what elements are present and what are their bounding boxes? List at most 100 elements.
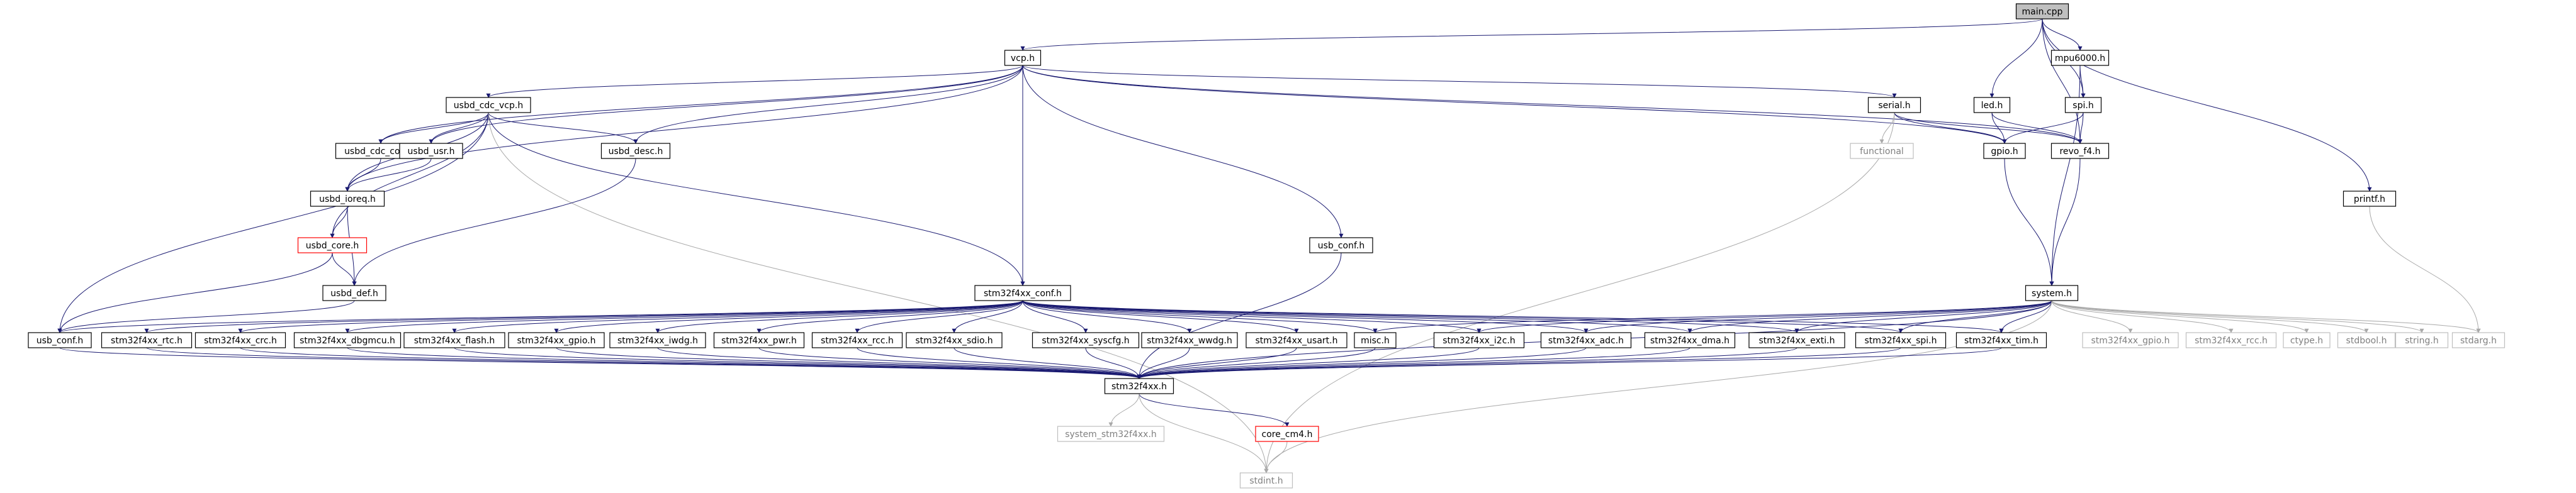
node-box	[1867, 97, 1921, 113]
node-stm32f4xx-i2c-h[interactable]: stm32f4xx_i2c.h	[1433, 332, 1525, 348]
edge-system-h-to-stdbool-h	[2051, 300, 2369, 333]
edge-stm32f4xx-usart-h-to-stm32f4xx-h	[1137, 347, 1297, 379]
edge-usb-conf-h-to-stm32f4xx-h	[59, 347, 1142, 379]
node-ctype-h: ctype.h	[2283, 332, 2331, 348]
edge-serial-h-to-stdint-h	[1264, 112, 1895, 474]
node-usbd-cdc-vcp-h[interactable]: usbd_cdc_vcp.h	[446, 97, 531, 113]
node-usbd-desc-h[interactable]: usbd_desc.h	[600, 143, 671, 159]
node-label: stm32f4xx_iwdg.h	[617, 336, 698, 346]
node-stdbool-h: stdbool.h	[2337, 332, 2396, 348]
node-stm32f4xx-crc-h[interactable]: stm32f4xx_crc.h	[194, 332, 286, 348]
node-stm32f4xx-tim-h[interactable]: stm32f4xx_tim.h	[1955, 332, 2047, 348]
node-usbd-def-h[interactable]: usbd_def.h	[322, 285, 386, 301]
node-stm32f4xx-dbgmcu-h[interactable]: stm32f4xx_dbgmcu.h	[293, 332, 402, 348]
node-stm32f4xx-iwdg-h[interactable]: stm32f4xx_iwdg.h	[609, 332, 706, 348]
node-core-cm4-h[interactable]: core_cm4.h	[1255, 426, 1319, 442]
node-printf-h[interactable]: printf.h	[2343, 191, 2397, 207]
node-stm32f4xx-syscfg-h[interactable]: stm32f4xx_syscfg.h	[1032, 332, 1140, 348]
edge-usb-conf-h-top-to-stm32f4xx-h	[1137, 252, 1342, 379]
node-stm32f4xx-dma-h[interactable]: stm32f4xx_dma.h	[1644, 332, 1736, 348]
node-misc-h[interactable]: misc.h	[1354, 332, 1397, 348]
edge-stm32f4xx-dma-h-to-stm32f4xx-h	[1137, 347, 1690, 379]
edge-stm32f4xx-conf-h-to-stm32f4xx-syscfg-h	[1022, 300, 1088, 333]
edge-vcp-h-to-usbd-cdc-vcp-h	[486, 65, 1023, 98]
edge-vcp-h-to-usbd-usr-h	[429, 65, 1023, 144]
node-main-cpp[interactable]: main.cpp	[2015, 3, 2069, 19]
node-label: stm32f4xx_flash.h	[414, 336, 495, 346]
node-stm32f4xx-adc-h[interactable]: stm32f4xx_adc.h	[1540, 332, 1632, 348]
edge-vcp-h-to-gpio-h	[1022, 65, 2007, 144]
edge-stm32f4xx-flash-h-to-stm32f4xx-h	[454, 347, 1142, 379]
edge-system-h-to-ctype-h	[2051, 300, 2309, 333]
node-led-h[interactable]: led.h	[1973, 97, 2011, 113]
edge-stm32f4xx-syscfg-h-to-stm32f4xx-h	[1085, 347, 1142, 379]
node-label: gpio.h	[1991, 147, 2018, 157]
node-box	[310, 191, 385, 207]
node-label: usbd_cdc_core.h	[344, 147, 417, 157]
node-stm32f4xx-h[interactable]: stm32f4xx.h	[1104, 378, 1174, 394]
edge-stm32f4xx-adc-h-to-stm32f4xx-h	[1137, 347, 1587, 379]
node-usb-conf-h[interactable]: usb_conf.h	[28, 332, 92, 348]
edge-misc-h-to-stm32f4xx-h	[1137, 347, 1376, 379]
node-stm32f4xx-sdio-h[interactable]: stm32f4xx_sdio.h	[906, 332, 1003, 348]
edge-printf-h-to-stdarg-h	[2369, 206, 2481, 333]
edge-vcp-h-to-usbd-cdc-core-h	[378, 65, 1023, 144]
node-vcp-h[interactable]: vcp.h	[1004, 50, 1042, 66]
node-stm32f4xx-spi-h[interactable]: stm32f4xx_spi.h	[1855, 332, 1947, 348]
node-usb-conf-h-top[interactable]: usb_conf.h	[1309, 237, 1373, 253]
node-box	[1004, 50, 1042, 66]
edge-stm32f4xx-conf-h-to-stm32f4xx-sdio-h	[952, 300, 1023, 333]
edge-revo-f4-h-to-system-h	[2049, 158, 2081, 286]
node-serial-h[interactable]: serial.h	[1867, 97, 1921, 113]
node-stdarg-h: stdarg.h	[2451, 332, 2506, 348]
node-label: printf.h	[2354, 194, 2385, 204]
node-stm32f4xx-conf-h[interactable]: stm32f4xx_conf.h	[974, 285, 1071, 301]
node-box	[906, 332, 1003, 348]
node-label: stm32f4xx_exti.h	[1759, 336, 1835, 346]
node-stm32f4xx-flash-h[interactable]: stm32f4xx_flash.h	[403, 332, 505, 348]
node-box	[297, 237, 368, 253]
edge-stm32f4xx-conf-h-to-stm32f4xx-i2c-h	[1022, 300, 1482, 333]
edge-stm32f4xx-conf-h-to-stm32f4xx-gpio-h	[554, 300, 1023, 333]
node-label: stm32f4xx_i2c.h	[1443, 336, 1515, 346]
node-box	[293, 332, 402, 348]
edge-stm32f4xx-conf-h-to-stm32f4xx-crc-h	[238, 300, 1023, 333]
node-gpio-h[interactable]: gpio.h	[1983, 143, 2026, 159]
node-box	[609, 332, 706, 348]
node-stm32f4xx-usart-h[interactable]: stm32f4xx_usart.h	[1246, 332, 1347, 348]
node-box	[322, 285, 386, 301]
node-stm32f4xx-rcc-h[interactable]: stm32f4xx_rcc.h	[811, 332, 903, 348]
node-usbd-usr-h[interactable]: usbd_usr.h	[399, 143, 463, 159]
node-usbd-ioreq-h[interactable]: usbd_ioreq.h	[310, 191, 385, 207]
node-stm32f4xx-wwdg-h[interactable]: stm32f4xx_wwdg.h	[1141, 332, 1238, 348]
node-label: mpu6000.h	[2055, 53, 2105, 64]
edge-stm32f4xx-conf-h-to-stm32f4xx-pwr-h	[756, 300, 1023, 333]
node-stm32f4xx-rtc-h[interactable]: stm32f4xx_rtc.h	[101, 332, 193, 348]
node-box	[2343, 191, 2397, 207]
node-mpu6000-h[interactable]: mpu6000.h	[2050, 50, 2110, 66]
node-label: spi.h	[2073, 101, 2093, 111]
node-box	[508, 332, 605, 348]
edge-stm32f4xx-conf-h-to-stm32f4xx-dma-h	[1022, 300, 1692, 333]
node-label: stm32f4xx_gpio.h	[2091, 336, 2170, 346]
edge-stm32f4xx-conf-h-to-stm32f4xx-flash-h	[452, 300, 1023, 333]
node-system-h[interactable]: system.h	[2025, 285, 2079, 301]
node-box	[600, 143, 671, 159]
edge-spi-h-to-revo-f4-h	[2078, 112, 2084, 144]
node-label: stm32f4xx_dbgmcu.h	[300, 336, 395, 346]
node-spi-h[interactable]: spi.h	[2064, 97, 2102, 113]
edge-usbd-def-h-to-usb-conf-h	[57, 300, 355, 333]
node-revo-f4-h[interactable]: revo_f4.h	[2050, 143, 2110, 159]
node-label: revo_f4.h	[2059, 147, 2100, 157]
node-box	[1309, 237, 1373, 253]
edge-stm32f4xx-h-to-core-cm4-h	[1139, 393, 1290, 427]
node-stm32f4xx-gpio-h[interactable]: stm32f4xx_gpio.h	[508, 332, 605, 348]
node-stm32f4xx-exti-h[interactable]: stm32f4xx_exti.h	[1748, 332, 1845, 348]
node-usbd-core-h[interactable]: usbd_core.h	[297, 237, 368, 253]
node-stm32f4xx-pwr-h[interactable]: stm32f4xx_pwr.h	[713, 332, 805, 348]
node-box	[2015, 3, 2069, 19]
node-label: stm32f4xx.h	[1111, 382, 1167, 392]
node-box	[403, 332, 505, 348]
node-label: stm32f4xx_tim.h	[1964, 336, 2039, 346]
edge-main-cpp-to-revo-f4-h	[2042, 18, 2083, 144]
